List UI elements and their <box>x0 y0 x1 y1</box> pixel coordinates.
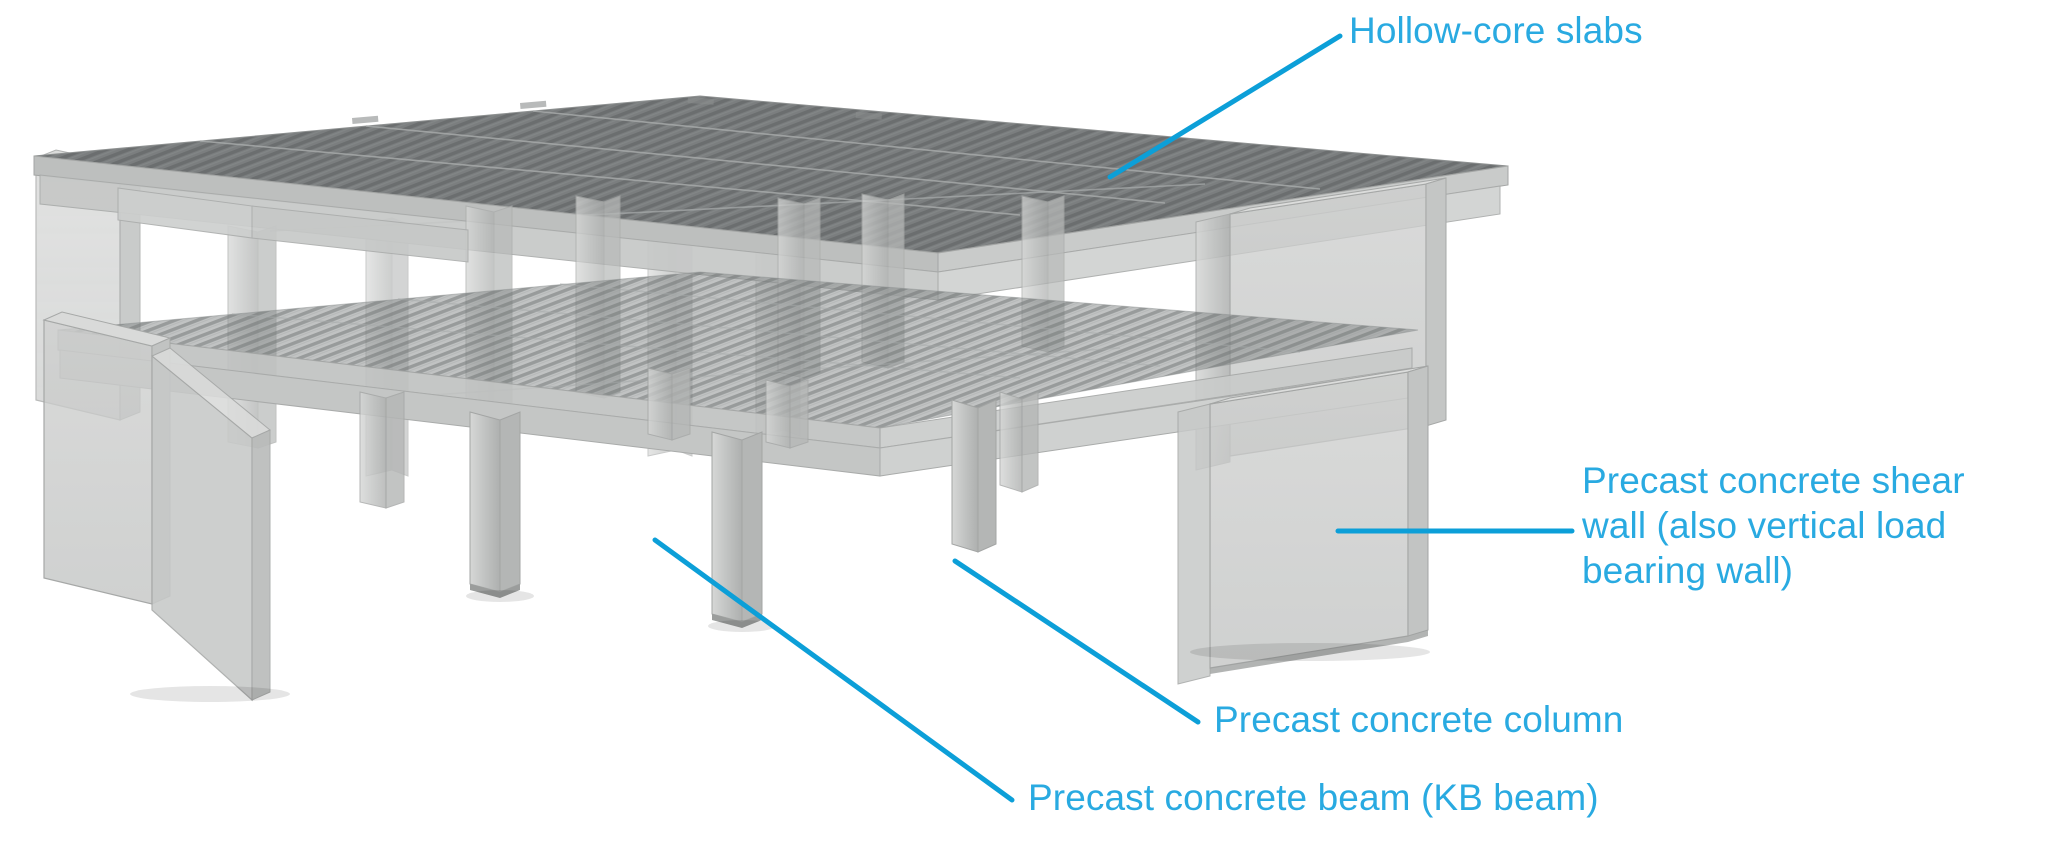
annotation-label-kb-beam[interactable]: Precast concrete beam (KB beam) <box>1028 777 1599 818</box>
annotation-label-hollow-core-slabs[interactable]: Hollow-core slabs <box>1349 10 1643 51</box>
leader-line-kb-beam <box>652 537 1015 803</box>
shear-wall-left-lower[interactable] <box>42 311 271 702</box>
annotation-label-precast-column[interactable]: Precast concrete column <box>1214 699 1624 740</box>
leader-line-hollow-core-slabs <box>1107 33 1343 180</box>
ground-shadows <box>130 590 1430 702</box>
leader-line-precast-column <box>952 558 1201 725</box>
ground-floor-columns-right[interactable] <box>951 391 1039 553</box>
ground-floor-columns[interactable] <box>359 367 809 628</box>
model-geometry <box>33 95 1509 702</box>
shear-wall-right-lower[interactable] <box>1177 365 1429 685</box>
annotation-label-shear-wall[interactable]: Precast concrete shear wall (also vertic… <box>1582 460 1965 591</box>
top-storey-beams <box>117 187 469 263</box>
